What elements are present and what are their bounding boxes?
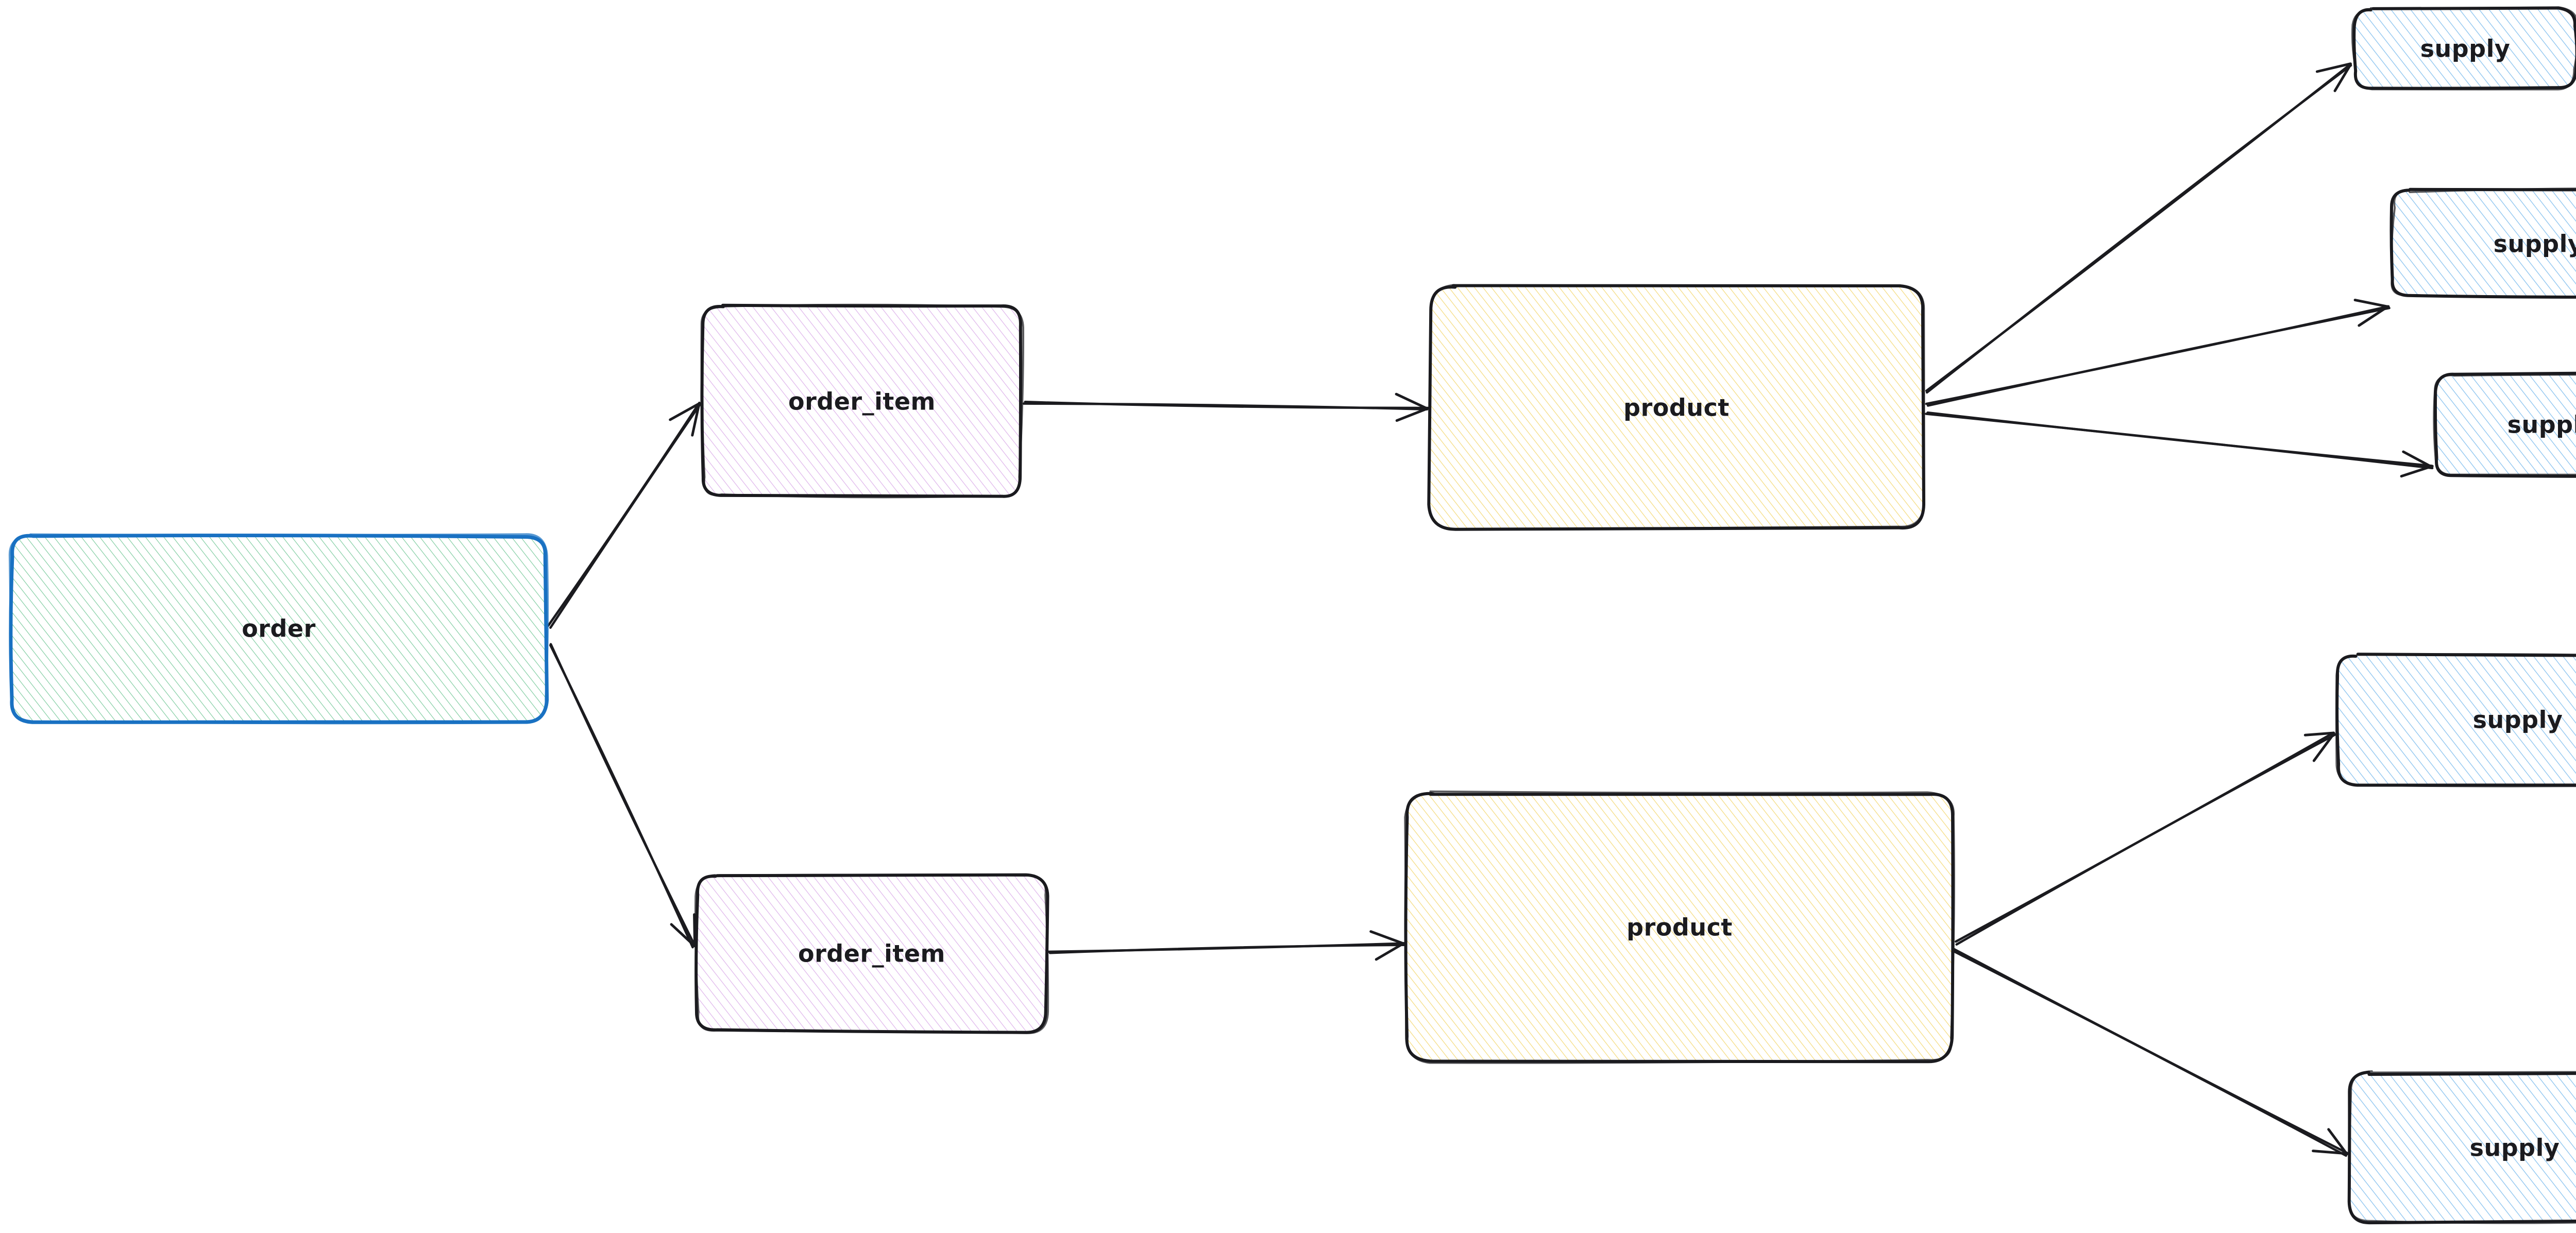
arrowhead-stroke (1369, 930, 1405, 945)
node-fill (2393, 191, 2576, 297)
edge-stroke (1953, 948, 2348, 1154)
node-outline (2433, 371, 2576, 478)
node-outline (8, 533, 549, 725)
edge-stroke (1955, 733, 2336, 946)
edge-stroke (1952, 950, 2347, 1157)
edge-stroke (549, 402, 702, 629)
arrowhead-stroke (2312, 1150, 2348, 1155)
node-outline (2433, 373, 2576, 476)
arrowhead-stroke (669, 402, 701, 421)
node-outline (2348, 1070, 2576, 1224)
node-supply_1[interactable]: supply (2351, 6, 2576, 91)
edge-product_top-to-supply_3 (1925, 411, 2434, 478)
node-order_item_top[interactable]: order_item (700, 303, 1024, 500)
node-outline (1428, 284, 1925, 530)
node-fill (1406, 793, 1953, 1061)
node-fill (2337, 655, 2576, 784)
nodes-layer: orderorder_itemorder_itemproductproducts… (8, 6, 2576, 1225)
node-fill (2354, 9, 2576, 88)
edge-stroke (1925, 64, 2352, 394)
edge-order_item_bottom-to-product_bottom (1047, 930, 1405, 961)
arrowhead-stroke (2327, 1128, 2348, 1156)
edge-product_top-to-supply_1 (1925, 62, 2352, 394)
node-product_bottom[interactable]: product (1403, 790, 1956, 1064)
arrowhead-stroke (2400, 465, 2434, 478)
arrowhead-stroke (691, 402, 701, 437)
node-outline (2335, 653, 2576, 787)
arrowhead-stroke (2312, 732, 2335, 762)
node-outline (700, 303, 1024, 499)
edge-product_bottom-to-supply_5 (1952, 948, 2348, 1157)
edge-order-to-order_item_top (547, 401, 702, 629)
edge-stroke (1925, 413, 2434, 470)
node-fill (11, 536, 546, 721)
node-order[interactable]: order (8, 533, 549, 725)
edge-product_bottom-to-supply_4 (1955, 731, 2336, 946)
edge-stroke (1048, 944, 1405, 954)
arrowhead-stroke (2315, 62, 2352, 73)
arrowhead-stroke (2402, 450, 2434, 469)
edge-order-to-order_item_bottom (549, 643, 697, 949)
node-supply_3[interactable]: supply (2433, 371, 2576, 478)
arrowhead-stroke (2358, 305, 2389, 327)
node-outline (2390, 187, 2576, 299)
arrowhead-stroke (2353, 299, 2389, 308)
node-outline (2351, 6, 2576, 91)
node-fill (697, 876, 1047, 1031)
node-supply_4[interactable]: supply (2334, 652, 2576, 787)
edge-stroke (1926, 306, 2391, 407)
node-fill (1430, 286, 1923, 528)
node-outline (1404, 790, 1955, 1064)
node-order_item_bottom[interactable]: order_item (693, 872, 1050, 1034)
edge-product_top-to-supply_2 (1925, 299, 2391, 407)
node-product_top[interactable]: product (1427, 283, 1926, 532)
arrowhead-stroke (2333, 63, 2352, 92)
arrowhead-stroke (1375, 942, 1405, 961)
arrowhead-stroke (1395, 407, 1429, 422)
node-fill (2350, 1073, 2576, 1222)
edge-order_item_top-to-product_top (1022, 392, 1429, 422)
node-fill (703, 306, 1021, 496)
node-outline (694, 874, 1049, 1034)
edge-stroke (549, 644, 694, 949)
edge-stroke (1022, 402, 1429, 411)
node-supply_2[interactable]: supply (2389, 187, 2576, 300)
node-fill (2436, 374, 2576, 475)
edge-stroke (547, 401, 701, 627)
node-supply_5[interactable]: supply (2347, 1070, 2576, 1225)
node-outline (2335, 653, 2576, 787)
edges-layer (547, 62, 2434, 1157)
arrowhead-stroke (670, 923, 696, 947)
arrowhead-stroke (2303, 731, 2335, 737)
arrowhead-stroke (1395, 392, 1428, 410)
